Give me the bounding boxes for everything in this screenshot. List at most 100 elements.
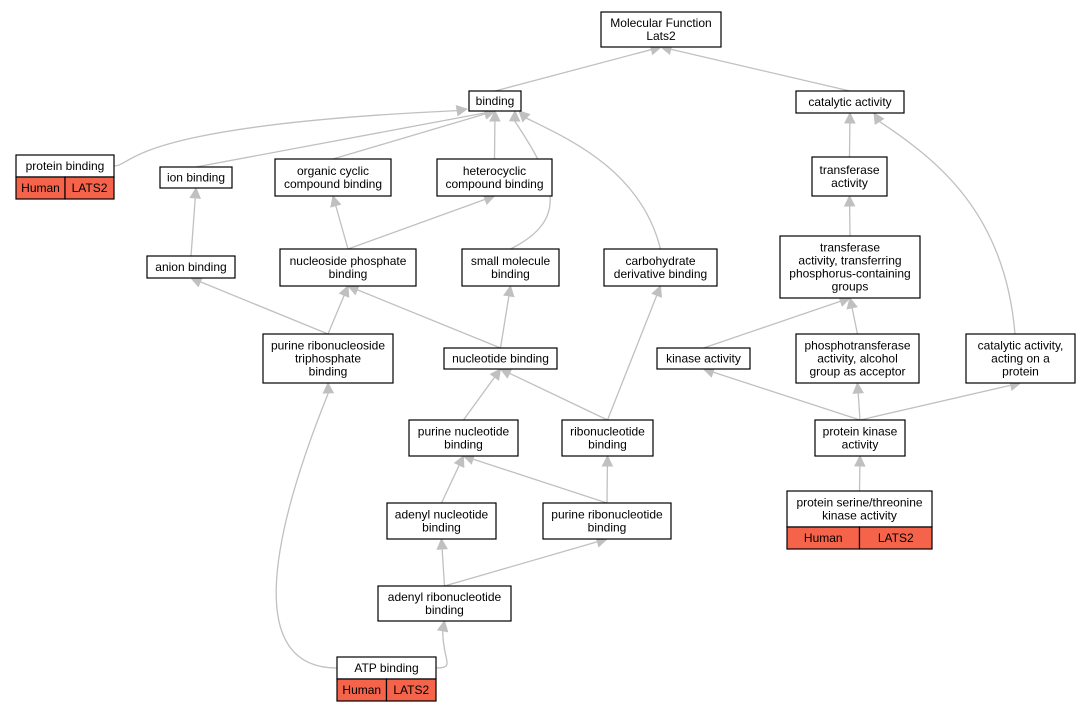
term-label-line: binding (476, 94, 515, 108)
term-label-line: binding (491, 267, 530, 281)
term-label-line: protein kinase (823, 425, 898, 439)
edge-purine_rnt-to-anion_binding (200, 281, 329, 335)
annotation-cell[interactable] (64, 176, 115, 200)
term-box (811, 156, 888, 197)
term-label-line: ATP binding (354, 661, 418, 675)
edge-arrow-ser_thr_kinase-to-protein_kinase (854, 454, 866, 467)
term-node-nucleotide[interactable]: nucleotide binding (443, 347, 558, 370)
term-label-line: binding (329, 267, 368, 281)
annotation-cell-label: LATS2 (72, 181, 108, 195)
term-label-line: Molecular Function (610, 16, 711, 30)
annotation-cell[interactable] (858, 526, 933, 550)
term-label-line: protein (1002, 365, 1039, 379)
term-label-line: heterocyclic (463, 164, 526, 178)
edge-atp-to-purine_rnt (275, 392, 338, 669)
edge-anion_binding-to-ion_binding (190, 197, 196, 257)
edge-arrow-adenyl_ribonuc-to-adenyl_nuc (436, 537, 448, 550)
edge-arrow-small_molecule-to-binding (508, 109, 521, 122)
term-label-line: protein binding (26, 159, 105, 173)
edge-arrow-purine_ribonuc-to-ribonuc (601, 454, 614, 467)
term-node-anion-binding[interactable]: anion binding (146, 255, 236, 279)
term-label-line: acting on a (991, 352, 1050, 366)
term-box (542, 502, 672, 540)
term-label-line: small molecule (471, 254, 551, 268)
term-label-line: catalytic activity (808, 95, 891, 109)
term-label-line: nucleotide binding (452, 352, 549, 366)
term-box (146, 255, 236, 279)
edge-arrow-ribonuc-to-carbohydrate (651, 284, 663, 298)
edge-nuc_phosphate-to-organic_cyclic (335, 205, 349, 250)
edge-arrow-ribonuc-to-nucleotide (499, 368, 513, 379)
edge-arrow-nucleotide-to-small_molecule (503, 284, 515, 298)
term-label-line: protein serine/threonine (796, 496, 922, 510)
edge-arrow-phosphotransferase-to-transferase_p (846, 296, 858, 310)
edge-arrow-protein_kinase-to-phosphotransferase (852, 381, 865, 394)
term-box (408, 419, 519, 457)
edge-binding-to-mf (494, 48, 652, 92)
term-label-line: purine ribonucleoside (271, 339, 385, 353)
term-box (795, 90, 905, 114)
term-label-line: adenyl nucleotide (395, 508, 489, 522)
term-label-line: activity, transferring (798, 254, 901, 268)
edge-protein_kinase-to-catalytic_protein (859, 384, 1011, 421)
term-label-line: group as acceptor (809, 365, 905, 379)
edge-protein_kinase-to-phosphotransferase (857, 392, 861, 421)
term-label-line: kinase activity (822, 509, 897, 523)
edge-adenyl_ribonuc-to-adenyl_nuc (441, 548, 446, 587)
term-box (814, 419, 906, 457)
term-label-line: nucleoside phosphate (290, 254, 407, 268)
edge-arrow-atp-to-purine_rnt (322, 381, 335, 394)
term-label-line: binding (309, 365, 348, 379)
term-label-line: activity (842, 438, 879, 452)
edge-arrow-carbohydrate-to-binding (518, 110, 531, 123)
edge-phosphotransferase-to-transferase_p (851, 307, 859, 335)
edge-nuc_phosphate-to-heterocyclic (347, 198, 486, 250)
edge-kinase-to-transferase_p (703, 300, 841, 349)
term-label-line: binding (588, 438, 627, 452)
edge-arrow-purine_rnt-to-nuc_phosphate (338, 284, 350, 298)
term-label-line: binding (422, 521, 461, 535)
edge-ion_binding-to-binding (195, 112, 486, 168)
term-node-ion-binding[interactable]: ion binding (159, 166, 233, 189)
term-label-line: catalytic activity, (978, 339, 1064, 353)
edge-atp-to-adenyl_ribonuc (435, 630, 448, 669)
annotation-cell-label: Human (342, 683, 381, 697)
term-node-binding[interactable]: binding (468, 90, 522, 112)
term-label-line: Lats2 (646, 29, 676, 43)
edge-nucleotide-to-small_molecule (499, 295, 510, 349)
term-label-line: purine ribonucleotide (551, 508, 663, 522)
edge-adenyl_ribonuc-to-purine_ribonuc (444, 541, 598, 587)
term-label-line: ion binding (167, 171, 225, 185)
term-label-line: adenyl ribonucleotide (388, 590, 502, 604)
term-label-line: triphosphate (295, 352, 361, 366)
edge-arrow-transferase-to-catalytic (844, 111, 856, 124)
edge-catalytic-to-mf (670, 48, 851, 92)
term-node-catalytic[interactable]: catalytic activity (795, 90, 905, 114)
annotation-cell-label: LATS2 (393, 683, 429, 697)
annotation-cell[interactable] (385, 678, 437, 702)
edge-organic_cyclic-to-binding (332, 113, 486, 160)
term-label-line: carbohydrate (625, 254, 695, 268)
term-node-kinase[interactable]: kinase activity (656, 347, 751, 370)
